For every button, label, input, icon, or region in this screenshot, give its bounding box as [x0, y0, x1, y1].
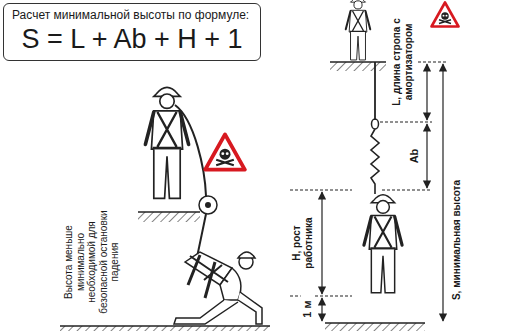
dimension-label: H, рост работника: [291, 210, 314, 276]
formula-box: Расчет минимальной высоты по формуле: S =…: [3, 3, 261, 61]
warning-note: Высота меньше минимально необходимой для…: [63, 199, 121, 325]
dimension-label: 1 м: [301, 292, 314, 326]
dimension-label: S, минимальная высота: [451, 163, 463, 317]
formula: S = L + Ab + H + 1: [12, 24, 252, 54]
dimension-label: Ab: [408, 139, 421, 173]
dimension-label: L, длина стропа с амортизатором: [391, 14, 414, 110]
right-scene: [290, 0, 459, 331]
left-scene: [60, 87, 270, 331]
formula-heading: Расчет минимальной высоты по формуле:: [12, 8, 252, 22]
